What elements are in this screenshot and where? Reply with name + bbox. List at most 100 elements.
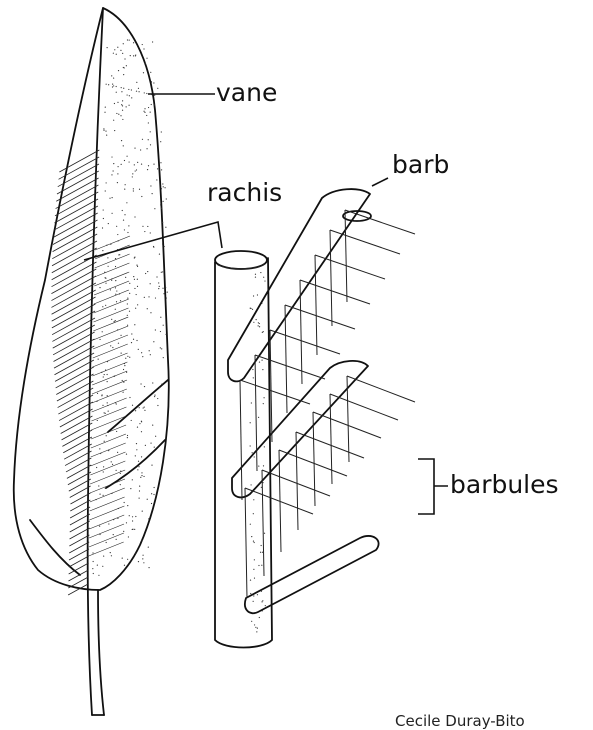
stipple-dot [255,277,256,278]
stipple-dot [102,306,103,307]
stipple-dot [252,309,253,310]
stipple-dot [106,245,107,246]
stipple-dot [111,493,112,494]
barbule-hook [330,230,400,254]
stipple-dot [133,42,134,43]
stipple-dot [110,244,111,245]
stipple-dot [150,232,151,233]
stipple-dot [130,55,131,56]
stipple-dot [124,214,125,215]
stipple-dot [113,85,114,86]
stipple-dot [107,395,108,396]
stipple-dot [162,183,163,184]
stipple-dot [115,402,116,403]
stipple-dot [106,84,107,85]
stipple-dot [155,436,156,437]
stipple-dot [113,534,114,535]
stipple-dot [108,450,109,451]
stipple-dot [154,394,155,395]
stipple-dot [124,565,125,566]
stipple-dot [99,526,100,527]
stipple-dot [158,282,159,283]
stipple-dot [120,484,121,485]
stipple-dot [92,552,93,553]
stipple-dot [141,540,142,541]
label-rachis: rachis [207,180,282,205]
stipple-dot [107,374,108,375]
feather-barb-line [70,528,90,539]
stipple-dot [125,358,126,359]
stipple-dot [123,220,124,221]
stipple-dot [160,141,161,142]
feather-barb-line [69,542,89,553]
stipple-dot [99,494,100,495]
stipple-dot [128,225,129,226]
stipple-dot [138,561,139,562]
stipple-dot [131,89,132,90]
stipple-dot [138,466,139,467]
stipple-dot [163,201,164,202]
stipple-dot [127,303,128,304]
stipple-dot [123,382,124,383]
stipple-dot [111,319,112,320]
stipple-dot [118,508,119,509]
stipple-dot [129,515,130,516]
stipple-dot [121,164,122,165]
stipple-dot [261,565,262,566]
stipple-dot [150,72,151,73]
stipple-dot [124,58,125,59]
stipple-dot [134,257,135,258]
stipple-dot [130,488,131,489]
barbule-hook [313,412,381,438]
stipple-dot [132,520,133,521]
stipple-dot [138,88,139,89]
stipple-dot [257,294,258,295]
stipple-dot [157,405,158,406]
stipple-dot [123,88,124,89]
barbule-hook [300,280,370,304]
stipple-dot [154,104,155,105]
feather-barb-line [90,488,125,502]
stipple-dot [159,254,160,255]
stipple-dot [141,475,142,476]
feather-barb-line [92,362,127,376]
stipple-dot [104,441,105,442]
stipple-dot [153,246,154,247]
stipple-dot [117,47,118,48]
barbule-strand [285,305,287,413]
stipple-dot [105,305,106,306]
stipple-dot [129,283,130,284]
stipple-dot [157,398,158,399]
stipple-dot [107,381,108,382]
stipple-dot [122,110,123,111]
feather-barb-line [94,299,129,313]
stipple-dot [126,372,127,373]
feather-barb-line [92,380,127,394]
stipple-dot [250,580,251,581]
stipple-dot [137,304,138,305]
stipple-dot [105,130,106,131]
stipple-dot [161,131,162,132]
stipple-dot [116,539,117,540]
barbule-hook [240,380,310,404]
stipple-dot [105,488,106,489]
feather-barb-line [89,524,124,538]
stipple-dot [98,485,99,486]
stipple-dot [123,74,124,75]
stipple-dot [113,163,114,164]
stipple-dot [137,286,138,287]
feather-barb-line [68,570,88,581]
barbule-hook [262,470,330,496]
stipple-dot [254,624,255,625]
stipple-dot [113,170,114,171]
feather-barb-line [52,290,96,314]
stipple-dot [116,226,117,227]
stipple-dot [121,353,122,354]
feather-barb-line [94,308,129,322]
stipple-dot [123,145,124,146]
stipple-dot [127,437,128,438]
barbule-strand [330,394,332,484]
stipple-dot [254,559,255,560]
stipple-dot [103,218,104,219]
